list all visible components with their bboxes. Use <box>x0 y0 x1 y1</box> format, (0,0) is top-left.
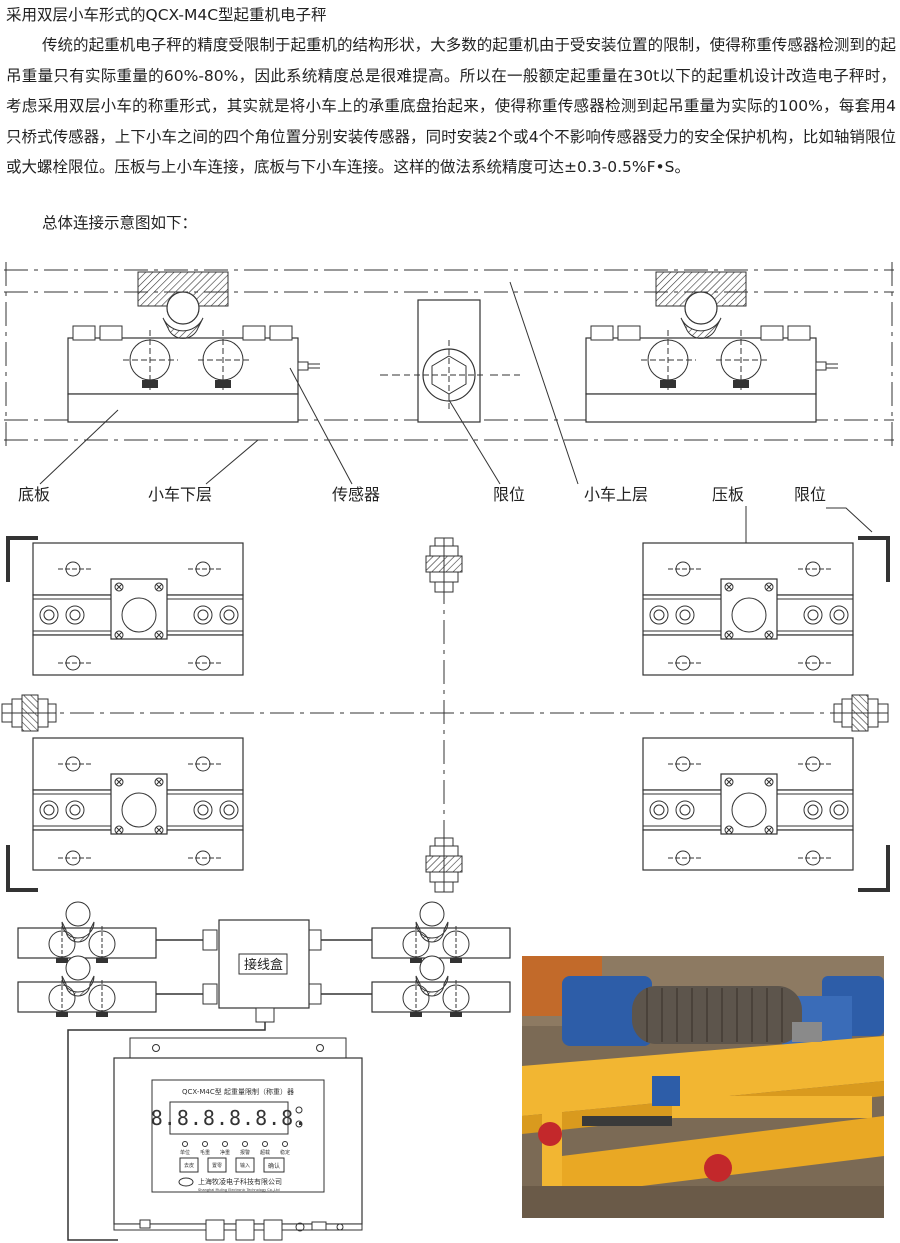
label-base-plate: 底板 <box>18 485 50 504</box>
sensor-assembly-right <box>585 271 839 423</box>
junction-box-label: 接线盒 <box>244 957 283 973</box>
sensor-assembly-left <box>67 271 321 423</box>
plan-view <box>1 536 890 893</box>
limit-bolt-right <box>833 694 889 732</box>
key-input-small[interactable] <box>235 1157 255 1173</box>
bridge-sensor-1 <box>17 901 157 964</box>
indicator-label: 报警 <box>240 1149 250 1156</box>
sensor-topview-tr <box>642 542 854 676</box>
company-name: 上海牧凌电子科技有限公司 <box>198 1177 282 1186</box>
instrument-model: QCX-M4C型 起重量限制（称重）器 <box>182 1087 294 1096</box>
indicator-label: 净重 <box>220 1149 230 1156</box>
label-upper-trolley: 小车上层 <box>584 485 648 504</box>
limit-bolt-left <box>1 694 57 732</box>
instrument-display: 8.8.8.8.8.8. <box>151 1106 308 1130</box>
sensor-topview-tl <box>32 542 244 676</box>
limit-pin-center <box>380 299 520 423</box>
bridge-sensor-3 <box>371 901 511 964</box>
trolley-photo-illustration <box>522 956 884 1218</box>
indicator-label: 稳定 <box>280 1149 290 1156</box>
wiring-diagram: 接线盒 <box>17 901 511 1241</box>
key-label: 输入 <box>240 1162 250 1169</box>
bridge-sensor-4 <box>371 955 511 1018</box>
label-limit-right: 限位 <box>794 485 826 504</box>
leader-lines <box>39 281 579 485</box>
bridge-sensor-2 <box>17 955 157 1018</box>
limit-bolt-top <box>425 537 463 593</box>
indicator-label: 毛重 <box>200 1149 210 1156</box>
label-press-plate: 压板 <box>712 485 744 504</box>
doc-paragraph: 传统的起重机电子秤的精度受限制于起重机的结构形状，大多数的起重机由于受安装位置的… <box>6 36 896 176</box>
company-name-en: Shanghai Muling Electronic Technology Co… <box>198 1188 280 1192</box>
indicator-row: 单位 毛重 净重 报警 超载 稳定 <box>180 1141 290 1156</box>
doc-intro: 总体连接示意图如下： <box>42 214 198 232</box>
keypad: 去皮 置零 输入 确认 <box>179 1157 285 1173</box>
label-limit-center: 限位 <box>493 485 525 504</box>
sensor-topview-bl <box>32 737 244 871</box>
doc-title: 采用双层小车形式的QCX-M4C型起重机电子秤 <box>6 6 327 24</box>
sensor-topview-br <box>642 737 854 871</box>
trolley-photo <box>522 956 884 1218</box>
limit-bolt-bottom <box>425 837 463 893</box>
key-label: 去皮 <box>184 1162 194 1169</box>
leader-limit-right <box>826 507 873 533</box>
label-lower-trolley: 小车下层 <box>148 485 212 504</box>
indicator-label: 超载 <box>260 1149 270 1156</box>
key-zero[interactable] <box>207 1157 227 1173</box>
key-enter[interactable] <box>263 1157 285 1173</box>
key-tare[interactable] <box>179 1157 199 1173</box>
indicator-label: 单位 <box>180 1149 190 1156</box>
company-logo <box>178 1177 194 1187</box>
key-label: 确认 <box>268 1162 280 1170</box>
weighing-instrument: QCX-M4C型 起重量限制（称重）器 8.8.8.8.8.8. 单位 毛重 净… <box>113 1037 363 1241</box>
label-sensor: 传感器 <box>332 485 380 504</box>
key-label: 置零 <box>212 1163 222 1169</box>
